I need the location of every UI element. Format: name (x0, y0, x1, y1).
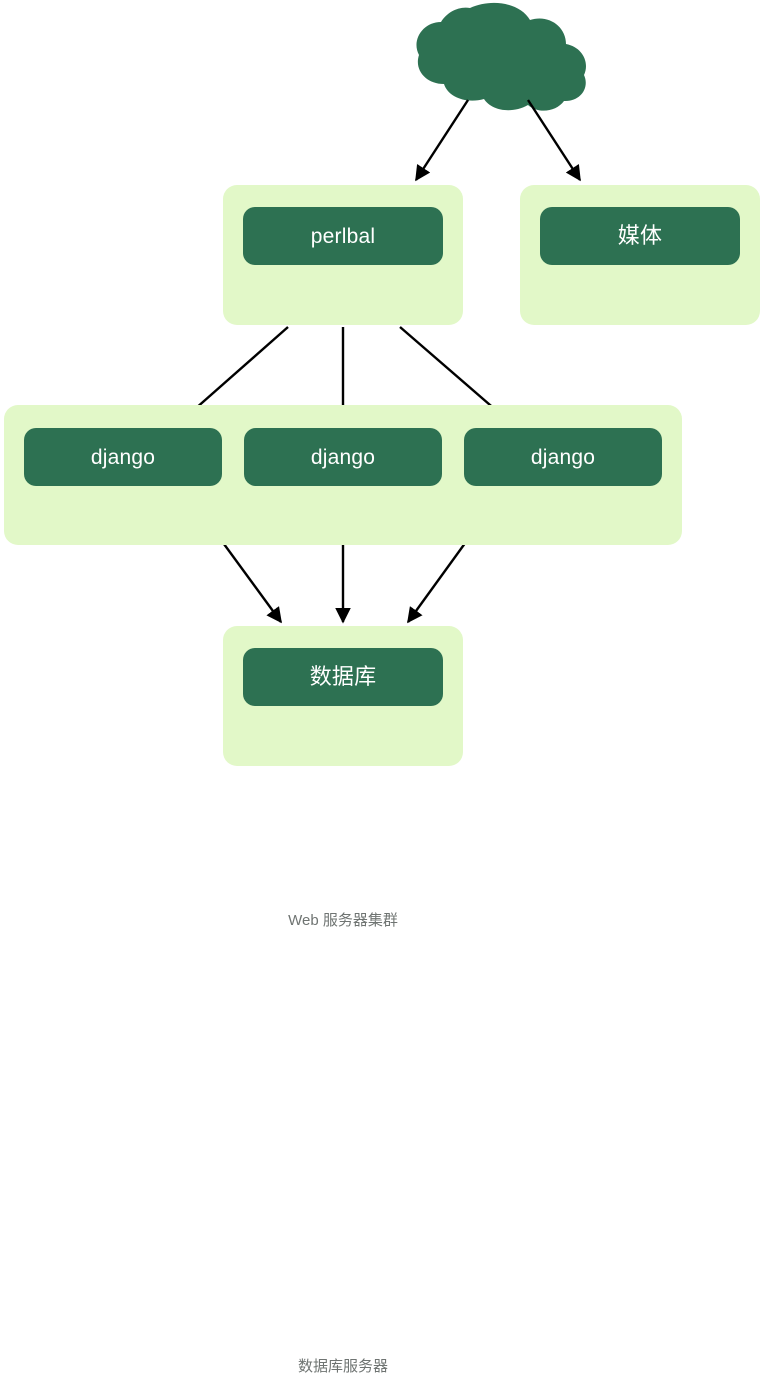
node-media[interactable]: 媒体 (540, 207, 740, 265)
node-django-3[interactable]: django (464, 428, 662, 486)
node-database[interactable]: 数据库 (243, 648, 443, 706)
node-label-django-1: django (90, 445, 156, 469)
node-perlbal[interactable]: perlbal (243, 207, 443, 265)
internet-cloud-icon (416, 2, 586, 111)
architecture-diagram: 负载均衡程序 perlbal 媒体服务器 媒体 Web 服务器集群 django… (4, 2, 760, 1374)
node-label-django-3: django (530, 445, 596, 469)
group-caption-database-server: 数据库服务器 (297, 1358, 388, 1375)
edge-cloud-to-loadbalancer (414, 99, 470, 182)
node-label-django-2: django (310, 445, 376, 469)
node-django-2[interactable]: django (244, 428, 442, 486)
group-caption-web-cluster: Web 服务器集群 (288, 912, 398, 929)
node-django-1[interactable]: django (24, 428, 222, 486)
edge-cloud-to-media (526, 99, 582, 182)
node-label-perlbal: perlbal (310, 224, 376, 248)
node-label-database: 数据库 (309, 664, 377, 689)
node-label-media: 媒体 (617, 223, 663, 248)
